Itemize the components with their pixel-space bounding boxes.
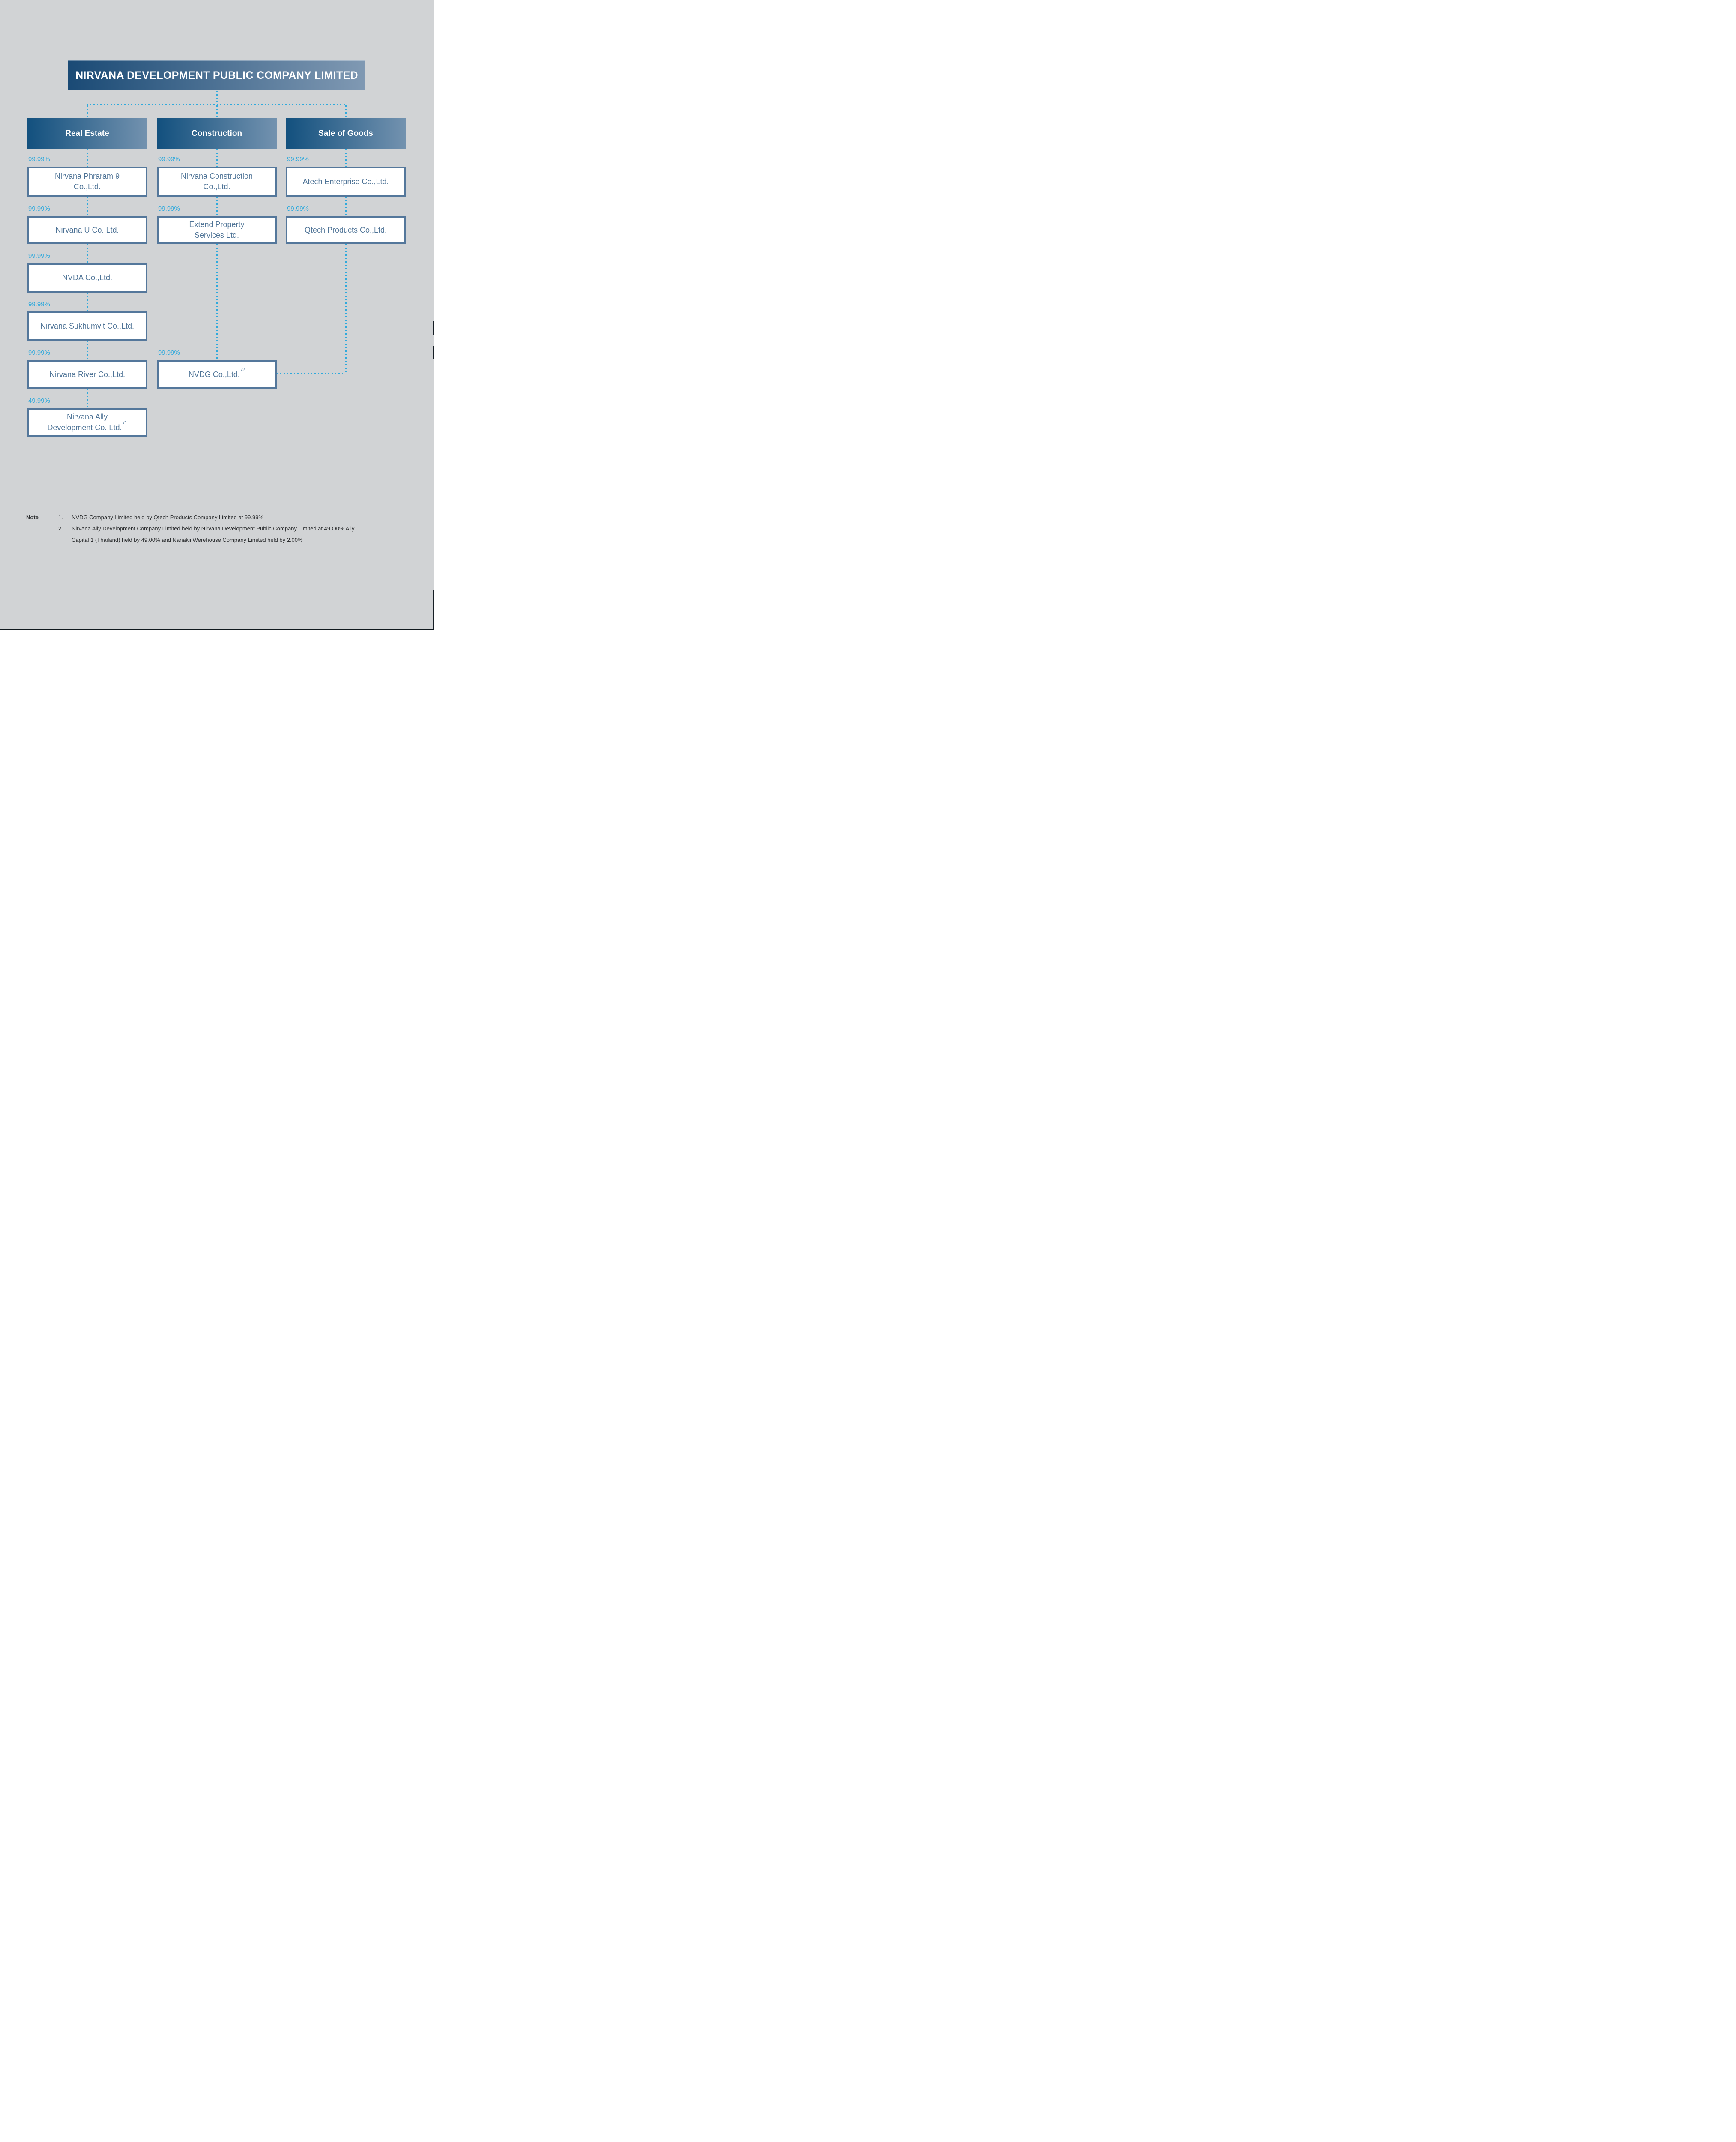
connector-real-estate-6: [87, 389, 88, 408]
company-name-text: Development Co.,Ltd.: [47, 423, 122, 432]
ownership-label: 99.99%: [158, 349, 180, 356]
company-name: Nirvana River Co.,Ltd.: [49, 370, 126, 379]
company-name-line: Services Ltd.: [194, 231, 239, 239]
company-name: Nirvana Phraram 9 Co.,Ltd.: [55, 171, 120, 192]
company-name-line: Co.,Ltd.: [203, 182, 230, 191]
company-box-nvda: NVDA Co.,Ltd.: [27, 263, 147, 293]
connector-stub-sale-of-goods: [345, 105, 347, 118]
company-name-line: Extend Property: [189, 220, 245, 229]
company-name: Nirvana Construction Co.,Ltd.: [181, 171, 253, 192]
company-box-qtech-products: Qtech Products Co.,Ltd.: [286, 216, 406, 244]
scan-bottom-bar: [0, 629, 434, 630]
connector-main-horizontal: [87, 104, 346, 105]
company-name-line: Nirvana Phraram 9: [54, 172, 120, 180]
ownership-label: 99.99%: [28, 349, 50, 356]
connector-real-estate-2: [87, 197, 88, 216]
company-name: Atech Enterprise Co.,Ltd.: [302, 177, 389, 186]
connector-title-stem: [216, 91, 218, 105]
ownership-label: 99.99%: [158, 156, 180, 163]
company-name-text: NVDG Co.,Ltd.: [188, 370, 240, 379]
connector-real-estate-4: [87, 293, 88, 311]
note-item-number: 1.: [58, 514, 63, 521]
segment-header-label: Sale of Goods: [318, 129, 373, 138]
ownership-label: 99.99%: [28, 301, 50, 308]
segment-header-sale-of-goods: Sale of Goods: [286, 118, 406, 149]
note-label: Note: [26, 514, 39, 521]
company-box-nirvana-ally-development: Nirvana Ally Development Co.,Ltd./1: [27, 408, 147, 437]
root-company-name: NIRVANA DEVELOPMENT PUBLIC COMPANY LIMIT…: [75, 69, 358, 81]
company-box-nirvana-construction: Nirvana Construction Co.,Ltd.: [157, 167, 277, 197]
connector-construction-1: [216, 149, 218, 167]
company-name-line: Development Co.,Ltd./1: [47, 420, 127, 433]
note-item-text: Nirvana Ally Development Company Limited…: [72, 525, 355, 532]
ownership-label: 99.99%: [28, 252, 50, 260]
connector-real-estate-1: [87, 149, 88, 167]
ownership-label: 99.99%: [28, 205, 50, 212]
root-company-banner: NIRVANA DEVELOPMENT PUBLIC COMPANY LIMIT…: [68, 60, 365, 90]
note-item-text: Capital 1 (Thailand) held by 49.00% and …: [72, 537, 303, 543]
company-box-nirvana-u: Nirvana U Co.,Ltd.: [27, 216, 147, 244]
connector-sale-of-goods-3: [345, 244, 347, 373]
ownership-label: 49.99%: [28, 397, 50, 404]
company-name-line: Co.,Ltd.: [73, 182, 101, 191]
company-box-extend-property-services: Extend Property Services Ltd.: [157, 216, 277, 244]
org-chart-page: NIRVANA DEVELOPMENT PUBLIC COMPANY LIMIT…: [0, 0, 434, 630]
company-box-nirvana-river: Nirvana River Co.,Ltd.: [27, 360, 147, 389]
connector-sale-of-goods-1: [345, 149, 347, 167]
company-name-line: Nirvana Ally: [66, 413, 108, 421]
ownership-label: 99.99%: [287, 205, 309, 212]
scan-edge-artifact: [433, 321, 434, 335]
company-name: Qtech Products Co.,Ltd.: [304, 225, 387, 234]
company-name: Nirvana U Co.,Ltd.: [55, 225, 119, 234]
footnote-marker: /2: [241, 367, 245, 372]
segment-header-label: Construction: [191, 129, 242, 138]
company-box-nirvana-sukhumvit: Nirvana Sukhumvit Co.,Ltd.: [27, 311, 147, 341]
company-name: NVDA Co.,Ltd.: [62, 273, 113, 282]
company-name: NVDG Co.,Ltd./2: [188, 367, 245, 380]
connector-stub-construction: [216, 105, 218, 118]
note-item-number: 2.: [58, 525, 63, 532]
segment-header-label: Real Estate: [65, 129, 109, 138]
footnote-marker: /1: [123, 420, 127, 425]
company-name: Extend Property Services Ltd.: [189, 219, 244, 241]
connector-construction-3: [216, 244, 218, 360]
connector-construction-2: [216, 197, 218, 216]
ownership-label: 99.99%: [28, 156, 50, 163]
company-box-nvdg: NVDG Co.,Ltd./2: [157, 360, 277, 389]
ownership-label: 99.99%: [287, 156, 309, 163]
connector-real-estate-3: [87, 244, 88, 263]
connector-stub-real-estate: [87, 105, 88, 118]
company-box-atech-enterprise: Atech Enterprise Co.,Ltd.: [286, 167, 406, 197]
note-item-text: NVDG Company Limited held by Qtech Produ…: [72, 514, 263, 521]
connector-real-estate-5: [87, 341, 88, 360]
connector-sale-of-goods-2: [345, 197, 347, 216]
scan-edge-artifact: [433, 590, 434, 630]
connector-nvdg-qtech-link: [277, 373, 345, 374]
company-name-line: Nirvana Construction: [180, 172, 253, 180]
scan-edge-artifact: [433, 346, 434, 359]
company-box-nirvana-phraram-9: Nirvana Phraram 9 Co.,Ltd.: [27, 167, 147, 197]
company-name: Nirvana Ally Development Co.,Ltd./1: [47, 412, 127, 433]
ownership-label: 99.99%: [158, 205, 180, 212]
segment-header-real-estate: Real Estate: [27, 118, 147, 149]
segment-header-construction: Construction: [157, 118, 277, 149]
company-name: Nirvana Sukhumvit Co.,Ltd.: [40, 321, 135, 330]
